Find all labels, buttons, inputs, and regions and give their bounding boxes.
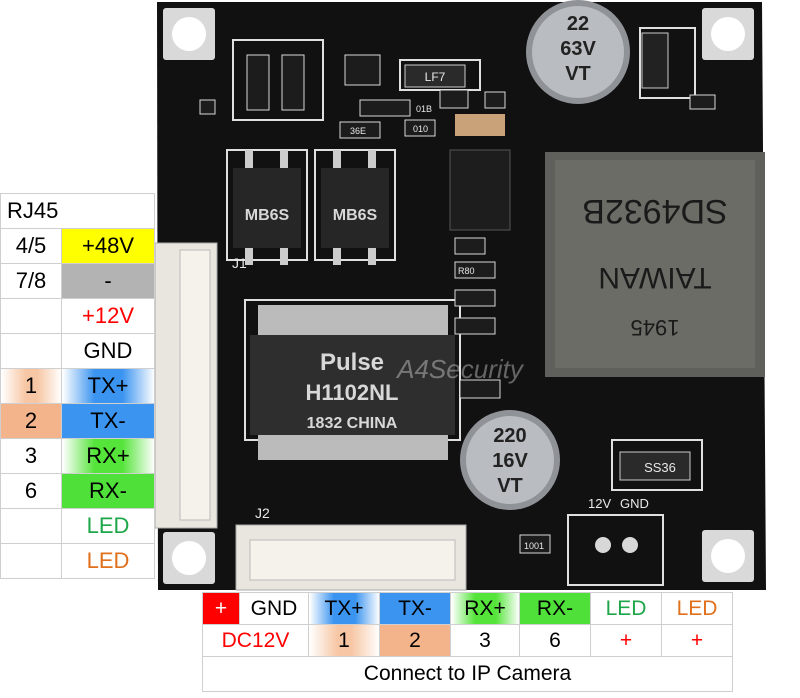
pad-label-gnd: GND — [620, 496, 649, 511]
cap-bottom-line-1: 220 — [493, 425, 526, 447]
signal-cell-tx-minus: TX- — [379, 592, 451, 625]
pin-cell: 3 — [0, 438, 62, 474]
rj45-line-1: 1945 — [631, 315, 680, 340]
rj45-title: RJ45 — [0, 193, 155, 229]
capacitor-bottom: 220 16V VT — [460, 410, 560, 510]
pad-label-12v: 12V — [588, 496, 611, 511]
rj45-line-2: TAIWAN — [598, 261, 711, 294]
resistor-label-3: 36E — [350, 126, 366, 136]
signal-cell-rx-plus: RX+ — [450, 592, 520, 625]
signal-cell: LED — [61, 543, 155, 579]
watermark: A4Security — [395, 354, 525, 384]
rj45-jack: 1945 TAIWAN SD4932B — [545, 152, 765, 377]
pin-cell: + — [661, 624, 733, 657]
pin-cell — [0, 298, 62, 334]
signal-cell-tx-plus: TX+ — [308, 592, 380, 625]
camera-pinout-table: + GND TX+ TX- RX+ RX- LED LED DC12V 1 2 … — [202, 592, 733, 692]
signal-cell-led-green: LED — [590, 592, 662, 625]
rj45-pinout-table: RJ45 4/5 +48V 7/8 - +12V GND 1 TX+ 2 TX-… — [0, 193, 155, 579]
cap-bottom-line-2: 16V — [492, 450, 528, 472]
mounting-hole-top-left — [163, 8, 215, 60]
signal-cell: RX+ — [61, 438, 155, 474]
pin-cell: 3 — [450, 624, 520, 657]
mounting-hole-top-right — [702, 8, 754, 60]
smd-components — [199, 54, 716, 554]
diode-label: SS36 — [644, 460, 676, 475]
pin-cell: 1 — [0, 368, 62, 404]
bridge-1-label: MB6S — [245, 207, 290, 224]
inductor-label: LF7 — [425, 70, 446, 84]
capacitor-top: 22 63V VT — [526, 0, 630, 104]
pin-cell: + — [590, 624, 662, 657]
cap-bottom-line-3: VT — [497, 475, 523, 497]
cap-top-line-3: VT — [565, 63, 591, 85]
bridge-2-label: MB6S — [333, 207, 378, 224]
signal-cell: +12V — [61, 298, 155, 334]
transformer-line-2: H1102NL — [306, 380, 399, 405]
signal-cell: TX+ — [61, 368, 155, 404]
pin-cell: 2 — [379, 624, 451, 657]
pin-cell: 7/8 — [0, 263, 62, 299]
pin-cell: 2 — [0, 403, 62, 439]
resistor-label-1: 01B — [416, 104, 432, 114]
signal-cell: - — [61, 263, 155, 299]
bridge-rectifier-2: MB6S — [321, 150, 389, 265]
cap-top-line-1: 22 — [567, 13, 589, 35]
transformer-line-1: Pulse — [320, 349, 384, 376]
signal-cell-plus: + — [202, 592, 240, 625]
pin-cell — [0, 508, 62, 544]
pulse-transformer: Pulse H1102NL 1832 CHINA — [250, 305, 455, 460]
signal-cell: GND — [61, 333, 155, 369]
j1-label: J1 — [232, 255, 247, 271]
signal-cell: TX- — [61, 403, 155, 439]
signal-cell-rx-minus: RX- — [519, 592, 591, 625]
signal-cell-led-orange: LED — [661, 592, 733, 625]
transformer-line-3: 1832 CHINA — [307, 415, 398, 432]
pin-cell: 6 — [0, 473, 62, 509]
signal-cell: +48V — [61, 228, 155, 264]
signal-cell-gnd: GND — [239, 592, 309, 625]
mounting-hole-bottom-left — [163, 532, 215, 584]
cap-top-line-2: 63V — [560, 38, 596, 60]
connect-camera-label: Connect to IP Camera — [202, 656, 733, 692]
signal-cell: RX- — [61, 473, 155, 509]
mounting-hole-bottom-right — [702, 530, 754, 582]
signal-cell: LED — [61, 508, 155, 544]
bridge-rectifier-1: MB6S — [233, 150, 301, 265]
pin-cell: 6 — [519, 624, 591, 657]
resistor-label-4: R80 — [458, 266, 475, 276]
pin-cell: 1 — [308, 624, 380, 657]
resistor-label-2: 010 — [413, 124, 428, 134]
rj45-line-3: SD4932B — [582, 192, 728, 230]
j2-label: J2 — [255, 505, 270, 521]
connector-j2: J2 — [235, 505, 467, 591]
connector-j1: J1 — [154, 242, 247, 529]
pin-cell — [0, 333, 62, 369]
pin-cell-dc12v: DC12V — [202, 624, 309, 657]
pin-cell — [0, 543, 62, 579]
pin-cell: 4/5 — [0, 228, 62, 264]
resistor-label-5: 1001 — [524, 541, 544, 551]
